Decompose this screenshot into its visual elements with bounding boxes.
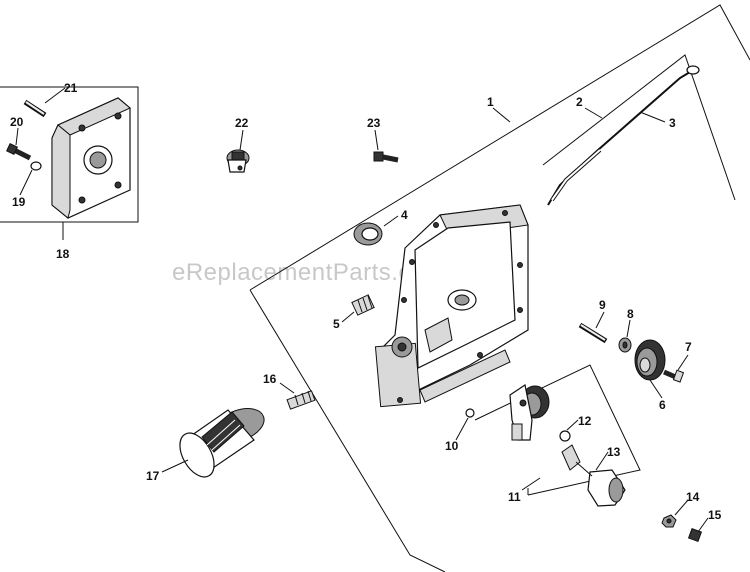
callout-17: 17 [146, 469, 160, 483]
pickup-screen-part [561, 444, 626, 507]
washer-part-19 [30, 161, 42, 171]
callout-2: 2 [576, 95, 583, 109]
ball-part-10 [465, 408, 475, 418]
crankcase-cover-part [374, 204, 529, 408]
callout-18: 18 [56, 247, 70, 261]
filter-nipple-part [286, 390, 316, 410]
dowel-pin-part [23, 99, 47, 118]
callout-10: 10 [445, 439, 459, 453]
adapter-plate-part [51, 97, 131, 219]
callout-5: 5 [333, 317, 340, 331]
oil-pump-part [509, 384, 550, 441]
watermark-text: eReplacementParts.com [172, 259, 445, 286]
leader-lines [15, 87, 709, 533]
dipstick-part [547, 65, 700, 206]
callout-9: 9 [599, 298, 606, 312]
callout-15: 15 [708, 508, 722, 522]
assembly-bracket-18 [0, 86, 139, 240]
assembly-bracket-dipstick [542, 54, 736, 201]
callout-3: 3 [669, 116, 676, 130]
bolt-part-23 [373, 151, 399, 163]
screw-part-20 [6, 143, 32, 161]
callout-1: 1 [487, 95, 494, 109]
callout-13: 13 [607, 445, 621, 459]
callout-16: 16 [263, 372, 277, 386]
assembly-bracket-main [249, 4, 750, 572]
spacer-part [618, 337, 632, 353]
callout-14: 14 [686, 490, 700, 504]
o-ring-part [559, 430, 571, 442]
callout-11: 11 [508, 490, 521, 504]
callout-8: 8 [627, 307, 634, 321]
stud-part-7 [663, 369, 685, 383]
callout-20: 20 [10, 115, 24, 129]
callout-4: 4 [401, 208, 408, 222]
callout-23: 23 [367, 116, 381, 130]
callout-22: 22 [235, 116, 249, 130]
callout-12: 12 [578, 414, 592, 428]
shaft-pin-part [578, 322, 608, 344]
callout-21: 21 [64, 81, 78, 95]
callout-labels: 1 2 3 4 5 6 7 8 9 10 11 12 13 14 15 16 1… [10, 81, 722, 522]
callout-7: 7 [685, 340, 692, 354]
oil-seal-part [353, 222, 383, 246]
nut-part-14 [661, 514, 677, 528]
spring-part [351, 294, 375, 316]
callout-19: 19 [12, 195, 26, 209]
gear-part-6 [634, 339, 666, 381]
callout-6: 6 [659, 398, 666, 412]
oil-filter-part [179, 408, 265, 478]
breather-valve-part [226, 149, 250, 173]
